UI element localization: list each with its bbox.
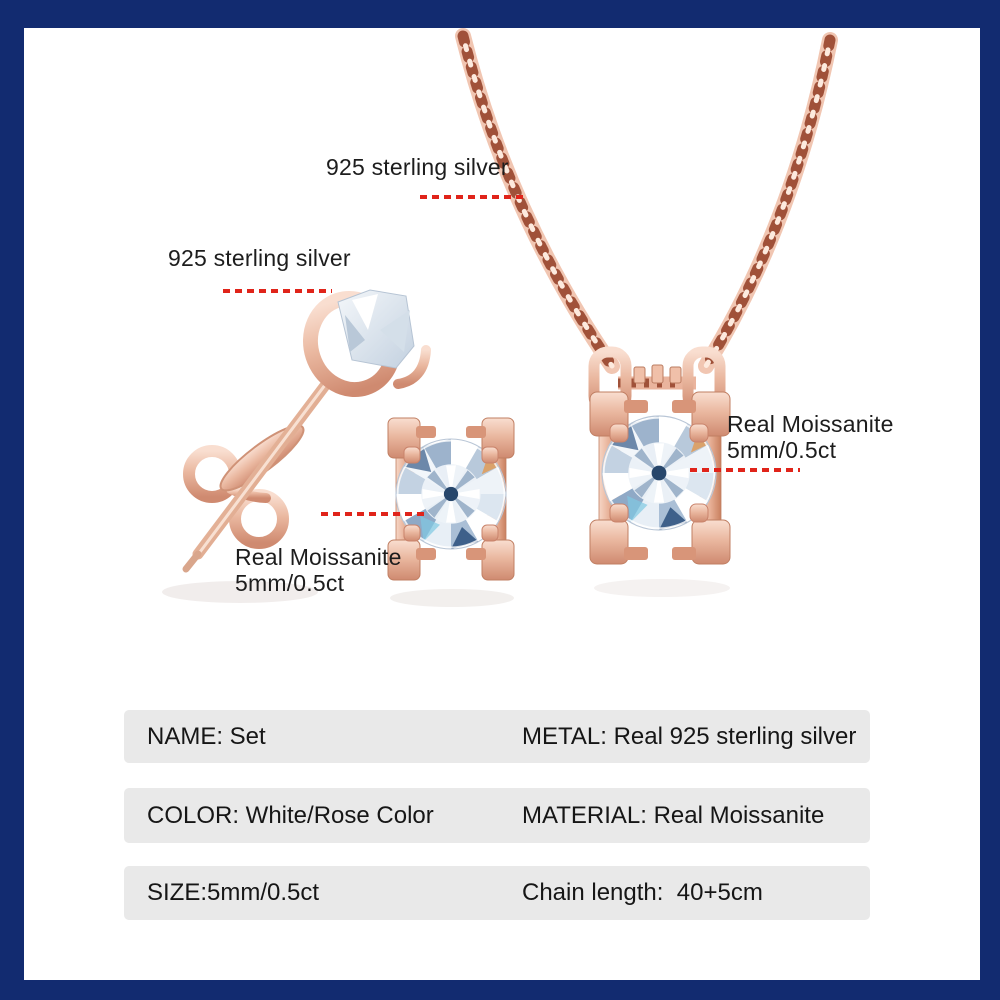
shadows — [162, 579, 730, 607]
pendant — [588, 346, 731, 565]
annotation-chain-material: 925 sterling silver — [326, 154, 509, 180]
leader-lines — [223, 195, 800, 516]
annotation-pendant-stone-line2: 5mm/0.5ct — [727, 437, 837, 463]
spec-row-color-material: COLOR: White/Rose Color MATERIAL: Real M… — [124, 788, 870, 843]
annotation-earring-material-label: 925 sterling silver — [168, 245, 351, 271]
spec-row-size-chainlength: SIZE:5mm/0.5ct Chain length: 40+5cm — [124, 866, 870, 920]
post-tip — [182, 550, 202, 573]
spec-cell-chain-length: Chain length: 40+5cm — [522, 879, 763, 906]
annotation-earring-stone-line1: Real Moissanite — [235, 544, 402, 570]
necklace-chain — [455, 28, 838, 374]
annotation-chain-material-label: 925 sterling silver — [326, 154, 509, 180]
spec-cell-metal: METAL: Real 925 sterling silver — [522, 722, 857, 750]
spec-cell-color: COLOR: White/Rose Color — [147, 801, 434, 829]
annotation-earring-stone-line2: 5mm/0.5ct — [235, 570, 345, 596]
spec-cell-material: MATERIAL: Real Moissanite — [522, 801, 825, 829]
annotation-pendant-stone-line1: Real Moissanite — [727, 411, 894, 437]
annotation-earring-stone: Real Moissanite 5mm/0.5ct — [235, 544, 402, 596]
side-stud-stone — [337, 289, 415, 369]
spec-cell-size: SIZE:5mm/0.5ct — [147, 879, 320, 906]
annotation-pendant-stone: Real Moissanite 5mm/0.5ct — [727, 411, 894, 463]
stud-earring-side — [182, 289, 431, 573]
spec-cell-name: NAME: Set — [147, 722, 266, 750]
annotation-earring-material: 925 sterling silver — [168, 245, 351, 271]
spec-row-name-metal: NAME: Set METAL: Real 925 sterling silve… — [124, 710, 870, 763]
stud-earring-front — [387, 417, 515, 581]
